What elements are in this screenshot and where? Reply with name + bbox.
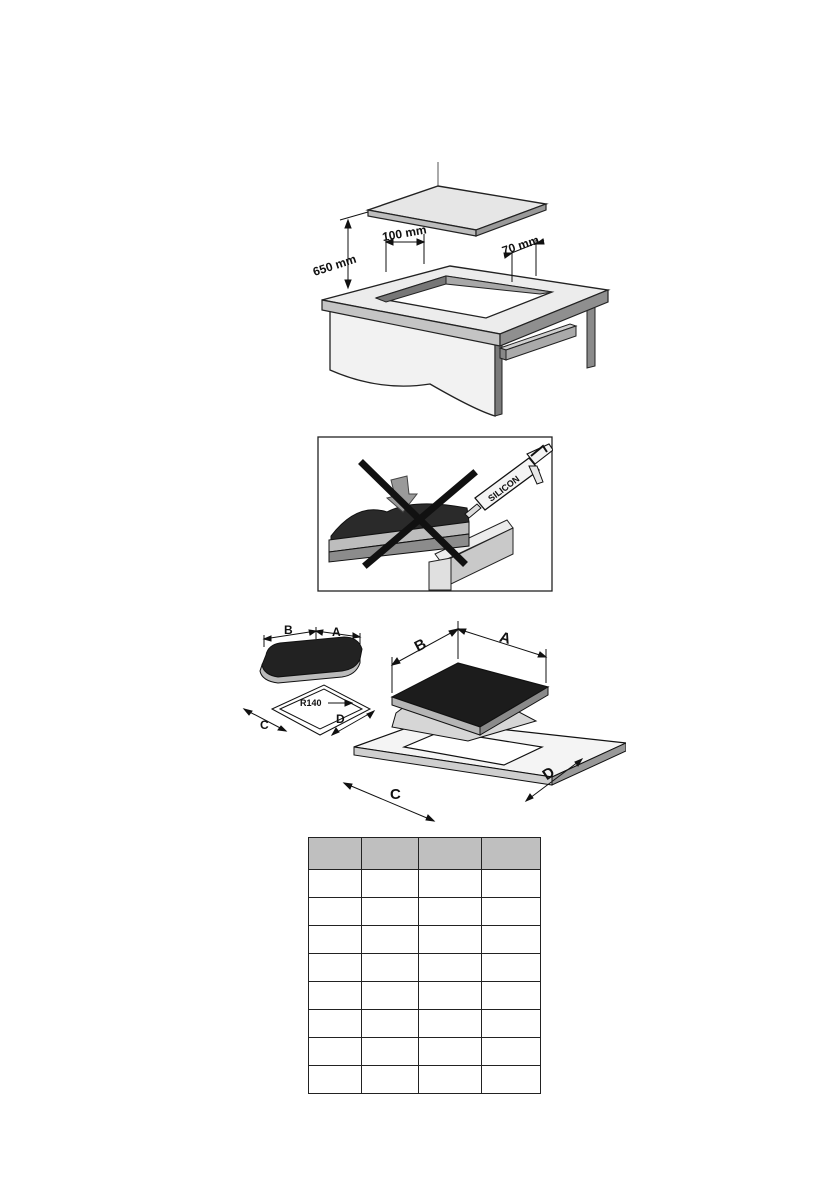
table-row	[308, 869, 541, 898]
silicon-gun-icon	[464, 443, 553, 519]
table-row	[308, 981, 541, 1010]
table-header-row	[308, 837, 541, 870]
table-cell	[361, 925, 419, 954]
table-cell	[361, 897, 419, 926]
worktop-support	[428, 557, 452, 591]
side-gap-label: 70 mm	[500, 233, 540, 258]
table-cell	[481, 1009, 541, 1038]
table-cell	[481, 1037, 541, 1066]
table-cell	[361, 981, 419, 1010]
prohibited-cross-icon	[358, 459, 478, 569]
small-label-d: D	[336, 712, 345, 726]
height-label: 650 mm	[311, 252, 358, 279]
table-cell	[418, 981, 482, 1010]
radius-label: R140	[300, 698, 322, 708]
table-row	[308, 1009, 541, 1038]
table-header-cell	[361, 837, 419, 870]
table-cell	[308, 953, 362, 982]
table-row	[308, 1037, 541, 1066]
table-cell	[418, 953, 482, 982]
table-cell	[418, 1009, 482, 1038]
table-cell	[418, 925, 482, 954]
table-cell	[308, 897, 362, 926]
table-cell	[481, 981, 541, 1010]
small-label-b: B	[284, 623, 293, 637]
large-cutout	[401, 730, 545, 766]
table-cell	[308, 925, 362, 954]
table-row	[308, 897, 541, 926]
table-cell	[418, 1037, 482, 1066]
table-header-cell	[308, 837, 362, 870]
upper-panel	[365, 185, 549, 231]
installation-clearance-diagram: 650 mm 100 mm 70 mm	[311, 162, 611, 417]
table-cell	[361, 1065, 419, 1094]
table-row	[308, 925, 541, 954]
table-cell	[308, 1037, 362, 1066]
small-label-a: A	[332, 625, 341, 639]
table-cell	[361, 953, 419, 982]
table-cell	[308, 981, 362, 1010]
table-cell	[481, 925, 541, 954]
table-cell	[308, 1009, 362, 1038]
table-cell	[361, 869, 419, 898]
table-cell	[481, 953, 541, 982]
table-cell	[481, 1065, 541, 1094]
no-silicon-warning-diagram: SILICON	[317, 436, 553, 592]
label-a: A	[497, 629, 512, 648]
small-label-c: C	[260, 718, 269, 732]
table-cell	[418, 897, 482, 926]
table-cell	[361, 1009, 419, 1038]
table-cell	[418, 869, 482, 898]
table-cell	[481, 897, 541, 926]
table-cell	[308, 869, 362, 898]
table-cell	[308, 1065, 362, 1094]
dimensions-diagram: B A R140 C D B	[242, 621, 626, 822]
dimensions-table	[308, 837, 541, 1094]
table-row	[308, 953, 541, 982]
table-cell	[361, 1037, 419, 1066]
table-cell	[418, 1065, 482, 1094]
table-row	[308, 1065, 541, 1094]
table-header-cell	[418, 837, 482, 870]
table-cell	[481, 869, 541, 898]
label-c: C	[390, 786, 401, 803]
table-header-cell	[481, 837, 541, 870]
